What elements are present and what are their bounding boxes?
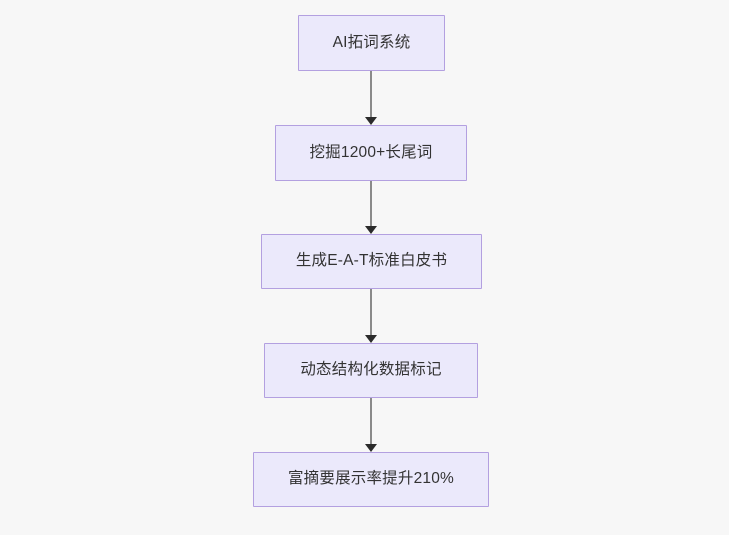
flowchart-edge-3-line [370,398,372,444]
flowchart-node-3-label: 动态结构化数据标记 [300,361,442,379]
flowchart-node-4[interactable]: 富摘要展示率提升210% [253,452,489,507]
flowchart-node-1[interactable]: 挖掘1200+长尾词 [275,125,467,181]
flowchart-node-0-label: AI拓词系统 [332,33,411,51]
flowchart-edge-1-arrow-icon [365,226,377,234]
flowchart-node-4-label: 富摘要展示率提升210% [287,470,455,488]
flowchart-node-2[interactable]: 生成E-A-T标准白皮书 [261,234,482,289]
flowchart-edge-0-arrow-icon [365,117,377,125]
flowchart-node-1-label: 挖掘1200+长尾词 [309,143,433,161]
flowchart-edge-1-line [370,181,372,226]
flowchart-node-0[interactable]: AI拓词系统 [298,15,445,71]
flowchart-node-3[interactable]: 动态结构化数据标记 [264,343,478,398]
flowchart-node-2-label: 生成E-A-T标准白皮书 [295,252,448,270]
flowchart-edge-2-line [370,289,372,335]
flowchart-edge-2-arrow-icon [365,335,377,343]
flowchart-edge-0-line [370,71,372,117]
flowchart-edge-3-arrow-icon [365,444,377,452]
